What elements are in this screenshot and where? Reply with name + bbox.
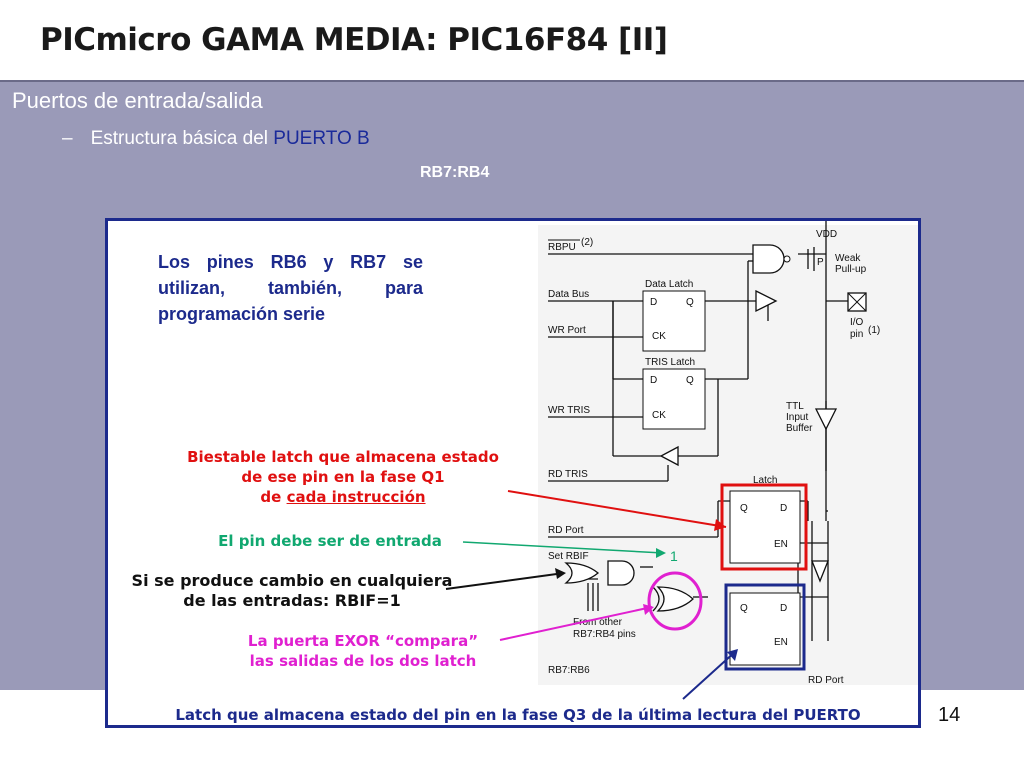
data-latch-d: D [650, 297, 657, 308]
annotation-latch-line3-underlined: cada instrucción [286, 488, 426, 506]
label-from-other-1: From other [573, 617, 623, 628]
annotation-exor-line1: La puerta EXOR “compara” [247, 632, 479, 650]
annotation-q3-latch: Latch que almacena estado del pin en la … [175, 706, 861, 724]
data-latch-q: Q [686, 297, 694, 308]
diagram-panel: RBPU (2) Data Bus WR Port WR TRIS RD TRI… [105, 218, 921, 728]
tris-latch-q: Q [686, 375, 694, 386]
annotation-input-pin: El pin debe ser de entrada [218, 532, 442, 550]
lower-latch-q1-box [729, 490, 801, 564]
blue-arrowhead [727, 649, 738, 661]
annotation-rbif: Si se produce cambio en cualquiera de la… [122, 571, 462, 611]
latch2-en: EN [774, 637, 788, 648]
label-data-bus: Data Bus [548, 289, 589, 300]
rdport-buffer [811, 560, 829, 583]
annotation-latch-line1: Biestable latch que almacena estado [187, 448, 499, 466]
label-rb7-rb6: RB7:RB6 [548, 665, 590, 676]
circuit-diagram: RBPU (2) Data Bus WR Port WR TRIS RD TRI… [445, 221, 918, 700]
pullup-p: P [817, 257, 824, 268]
magenta-highlight-circle [647, 571, 703, 631]
bullet-text: Estructura básica del [90, 128, 274, 149]
ttl-buffer [814, 408, 838, 431]
red-arrow [507, 490, 727, 528]
bullet-dash: – [62, 128, 73, 149]
annotation-latch-line2: de ese pin en la fase Q1 [241, 468, 445, 486]
label-tris-latch: TRIS Latch [645, 357, 695, 368]
rb6-rb7-note: Los pines RB6 y RB7 se utilizan, también… [158, 252, 423, 324]
annotation-rbif-line2: de las entradas: RBIF=1 [183, 591, 401, 610]
tris-latch-box [642, 368, 706, 430]
annotation-exor-line2: las salidas de los dos latch [249, 652, 477, 670]
annotation-latch-line3: de cada instrucción [163, 487, 523, 507]
bullet-highlight: PUERTO B [273, 128, 370, 149]
lower-latch-q3-box [729, 592, 801, 666]
label-set-rbif: Set RBIF [548, 551, 589, 562]
bullet-level1: Puertos de entrada/salida [12, 88, 263, 113]
magenta-arrow [499, 606, 653, 641]
black-arrow [445, 572, 565, 590]
red-arrowhead [714, 519, 726, 531]
latch2-d: D [780, 603, 787, 614]
latch1-en: EN [774, 539, 788, 550]
exor-extra-arc [652, 586, 660, 612]
bullet-level2: –Estructura básica del PUERTO B [62, 128, 370, 150]
tris-latch-d: D [650, 375, 657, 386]
annotation-latch-line3-pre: de [260, 488, 287, 506]
annotation-rbif-line1: Si se produce cambio en cualquiera [131, 571, 453, 590]
green-arrow [462, 541, 664, 554]
label-rd-port-bottom: RD Port [808, 675, 844, 686]
data-latch-box [642, 290, 706, 352]
black-arrowhead [555, 568, 566, 579]
label-pullup: Pull-up [835, 264, 867, 275]
label-wr-tris: WR TRIS [548, 405, 590, 416]
nand-bubble [783, 255, 791, 263]
tris-latch-ck: CK [652, 410, 666, 421]
label-io: I/O [850, 317, 864, 328]
annotation-exor: La puerta EXOR “compara” las salidas de … [228, 631, 498, 671]
data-latch-ck: CK [652, 331, 666, 342]
label-one: 1 [670, 548, 678, 564]
green-arrowhead [656, 548, 666, 558]
label-rbpu: RBPU [548, 242, 576, 253]
label-io-sup: (1) [868, 325, 880, 336]
label-rd-port: RD Port [548, 525, 584, 536]
latch2-q: Q [740, 603, 748, 614]
label-rbpu-sup: (2) [581, 237, 593, 248]
label-ttl: TTL [786, 401, 804, 412]
magenta-arrowhead [643, 604, 654, 615]
exor-gate [656, 586, 694, 612]
nand-gate [752, 244, 785, 274]
slide-title: PICmicro GAMA MEDIA: PIC16F84 [II] [40, 22, 668, 58]
annotation-latch-q1: Biestable latch que almacena estado de e… [163, 447, 523, 507]
rdtris-buffer [659, 445, 679, 467]
page-number: 14 [938, 704, 961, 726]
label-pin: pin [850, 329, 863, 340]
label-vdd: VDD [816, 229, 837, 240]
latch1-d: D [780, 503, 787, 514]
output-buffer [755, 289, 778, 313]
label-rd-tris: RD TRIS [548, 469, 588, 480]
label-wr-port: WR Port [548, 325, 586, 336]
and-gate [607, 560, 635, 586]
label-buffer: Buffer [786, 423, 813, 434]
latch1-q: Q [740, 503, 748, 514]
label-latch: Latch [753, 475, 777, 486]
label-data-latch: Data Latch [645, 279, 693, 290]
blue-highlight-box [724, 583, 806, 671]
label-from-other-2: RB7:RB4 pins [573, 629, 636, 640]
io-pin-x2 [847, 292, 867, 312]
blue-arrow [682, 650, 737, 700]
label-input: Input [786, 412, 808, 423]
or-gate [564, 562, 600, 584]
label-weak: Weak [835, 253, 861, 264]
port-subtitle: RB7:RB4 [420, 164, 490, 181]
